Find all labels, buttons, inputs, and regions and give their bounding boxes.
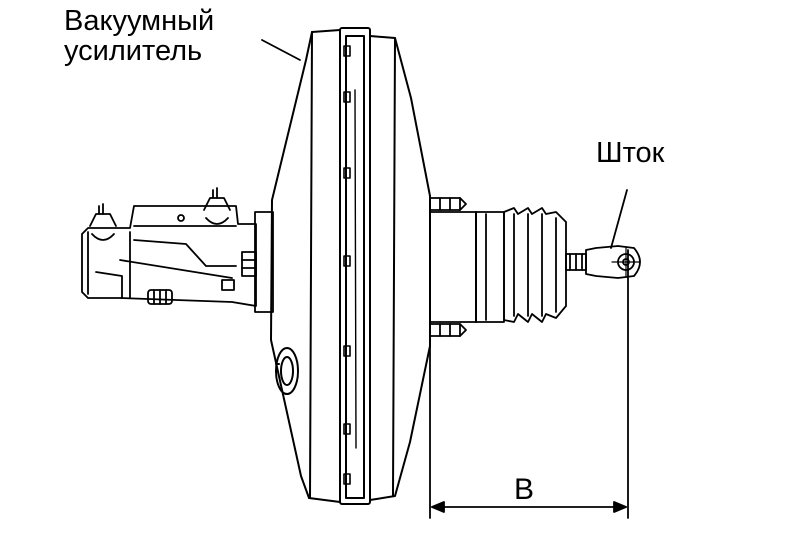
dimension-b: [430, 250, 628, 518]
dimension-arrow-left: [432, 502, 444, 512]
label-vacuum-booster-line1: Вакуумный: [64, 5, 215, 37]
label-vacuum-booster-line2: усилитель: [64, 35, 203, 68]
leader-line-rod: [611, 190, 627, 248]
label-rod: Шток: [596, 137, 665, 169]
booster-rear-assembly: [430, 198, 640, 336]
master-cylinder: [82, 188, 273, 312]
vacuum-booster-body: [271, 28, 430, 504]
dimension-arrow-right: [614, 502, 626, 512]
label-vacuum-booster: Вакуумный усилитель: [64, 6, 214, 67]
label-dimension-b: B: [514, 473, 535, 506]
leader-line-booster: [262, 40, 300, 60]
